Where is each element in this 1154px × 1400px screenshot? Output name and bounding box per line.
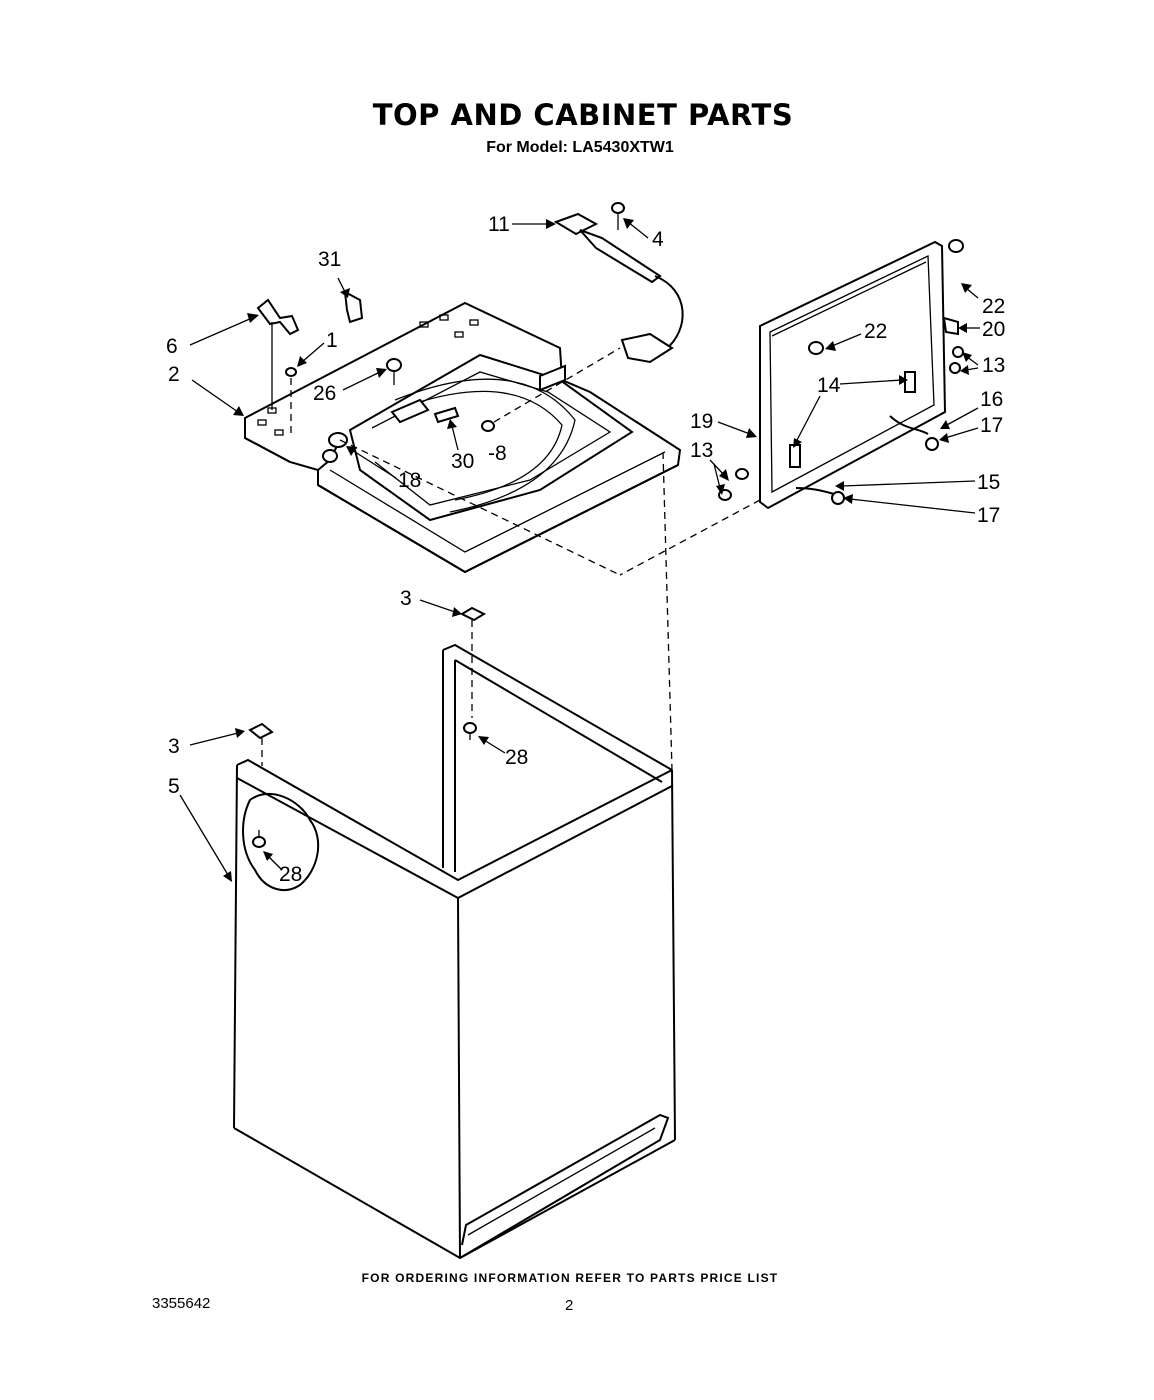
callout-17-lower: 17 bbox=[977, 504, 1000, 527]
callout-14: 14 bbox=[817, 374, 841, 397]
page-number: 2 bbox=[565, 1297, 574, 1314]
callout-30: 30 bbox=[451, 450, 474, 473]
document-number: 3355642 bbox=[152, 1295, 211, 1312]
leader-lines bbox=[179, 218, 980, 882]
callout-2: 2 bbox=[168, 363, 180, 386]
part-11-lid-switch bbox=[553, 212, 684, 364]
callout-20: 20 bbox=[982, 318, 1005, 341]
cabinet-assembly bbox=[233, 451, 676, 1260]
callout-28-left: 28 bbox=[279, 863, 302, 886]
callout-3-center: 3 bbox=[400, 587, 412, 610]
ordering-note: FOR ORDERING INFORMATION REFER TO PARTS … bbox=[361, 1271, 779, 1285]
callout-31: 31 bbox=[318, 248, 341, 271]
callout-13-upper: 13 bbox=[982, 354, 1005, 377]
part-1-screw bbox=[285, 367, 297, 435]
callout-4: 4 bbox=[652, 228, 664, 251]
part-31-clip bbox=[343, 290, 364, 324]
callout-11: 11 bbox=[488, 213, 510, 236]
callout-16: 16 bbox=[980, 388, 1003, 411]
callout-3-left: 3 bbox=[168, 735, 180, 758]
part-26-grommet bbox=[386, 358, 402, 385]
callout-8: -8 bbox=[488, 442, 507, 465]
page-title: TOP AND CABINET PARTS bbox=[372, 98, 794, 132]
callout-22-upper: 22 bbox=[982, 295, 1005, 318]
callout-18: 18 bbox=[398, 469, 421, 492]
callout-5: 5 bbox=[168, 775, 180, 798]
callout-1: 1 bbox=[326, 329, 338, 352]
lid-assembly bbox=[339, 239, 964, 576]
part-4-screw bbox=[611, 202, 625, 230]
callout-17-upper: 17 bbox=[980, 414, 1003, 437]
callout-19: 19 bbox=[690, 410, 713, 433]
callout-15: 15 bbox=[977, 471, 1000, 494]
callout-6: 6 bbox=[166, 335, 178, 358]
top-assembly bbox=[244, 301, 682, 574]
callout-labels: 11 4 31 6 1 2 26 30 -8 18 22 22 20 13 14… bbox=[166, 213, 1005, 886]
model-subtitle: For Model: LA5430XTW1 bbox=[486, 139, 674, 156]
callout-28-center: 28 bbox=[505, 746, 528, 769]
callout-13-lower: 13 bbox=[690, 439, 713, 462]
part-6-bracket bbox=[256, 298, 300, 410]
callout-26: 26 bbox=[313, 382, 336, 405]
part-8-screw bbox=[481, 347, 621, 432]
callout-22-lower: 22 bbox=[864, 320, 887, 343]
